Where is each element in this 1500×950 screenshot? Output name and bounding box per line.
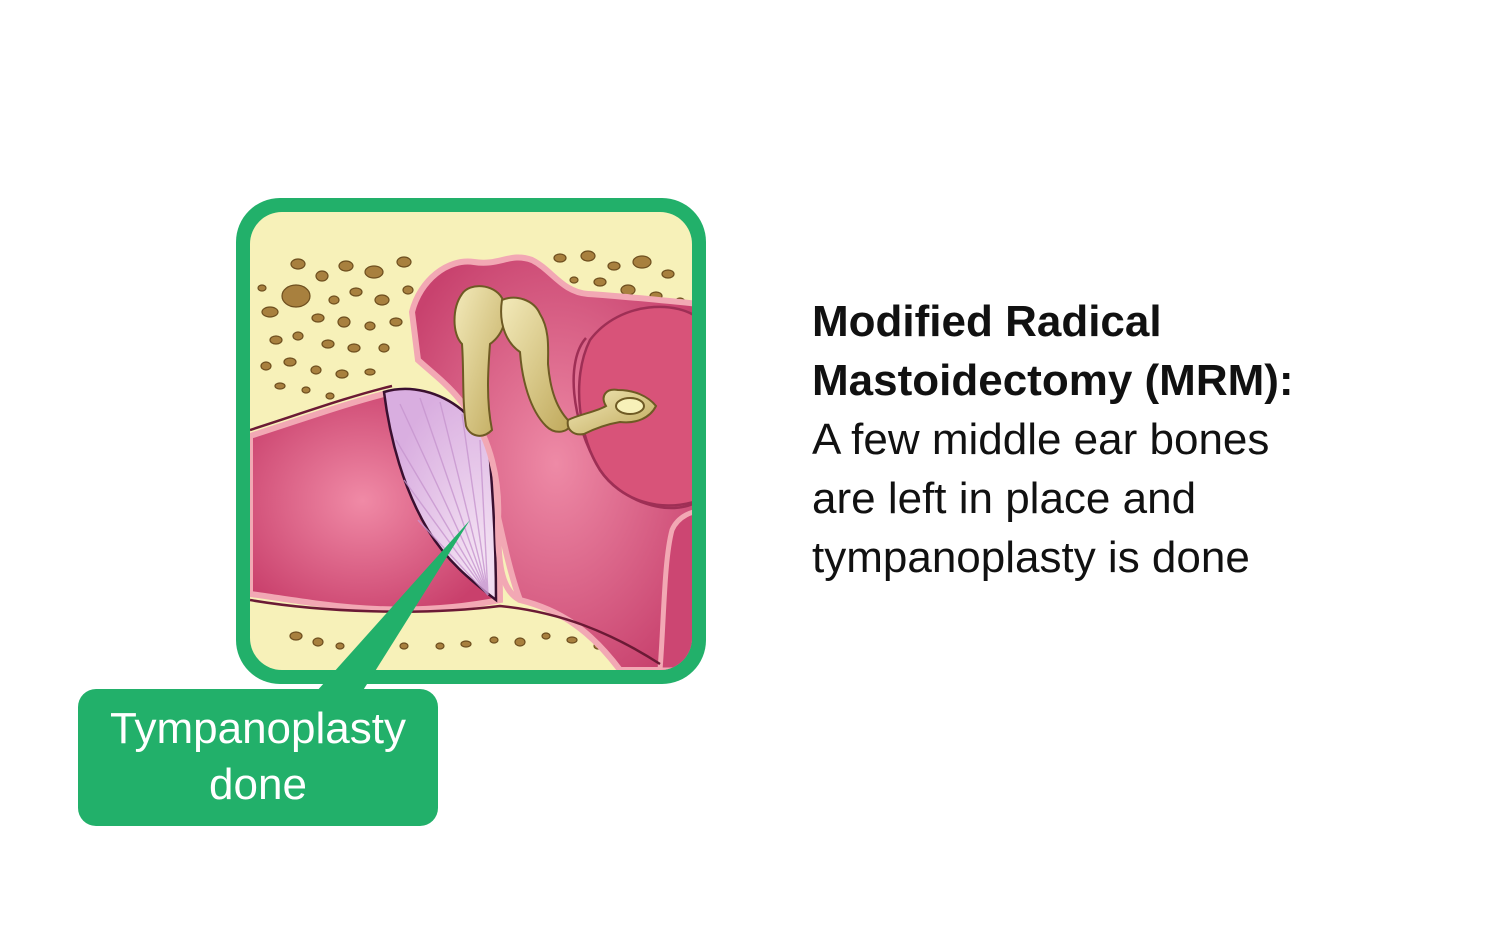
malleus [453, 285, 507, 437]
callout-line-2: done [209, 760, 307, 809]
middle-ear-wall [467, 410, 522, 603]
description-line-1: A few middle ear bones [812, 415, 1270, 464]
callout-pointer [316, 520, 470, 692]
description-line-2: are left in place and [812, 474, 1197, 523]
callout-line-1: Tympanoplasty [110, 704, 406, 753]
mastoid-air-cells [257, 250, 686, 400]
procedure-description: Modified Radical Mastoidectomy (MRM): A … [812, 292, 1432, 587]
procedure-title-line-2: Mastoidectomy (MRM): [812, 356, 1294, 405]
canal-floor-lining [250, 598, 661, 666]
ear-illustration [250, 212, 692, 670]
stapes-footplate [615, 397, 645, 415]
description-line-3: tympanoplasty is done [812, 533, 1250, 582]
eustachian-region [657, 509, 692, 670]
procedure-title-line-1: Modified Radical [812, 297, 1162, 346]
canal-lining [250, 384, 393, 432]
graft-streaks [395, 397, 489, 596]
tympanic-graft [382, 387, 498, 603]
ossicles [453, 285, 658, 437]
cochlea-outline [572, 337, 692, 507]
tympanoplasty-callout: Tympanoplasty done [78, 689, 438, 826]
